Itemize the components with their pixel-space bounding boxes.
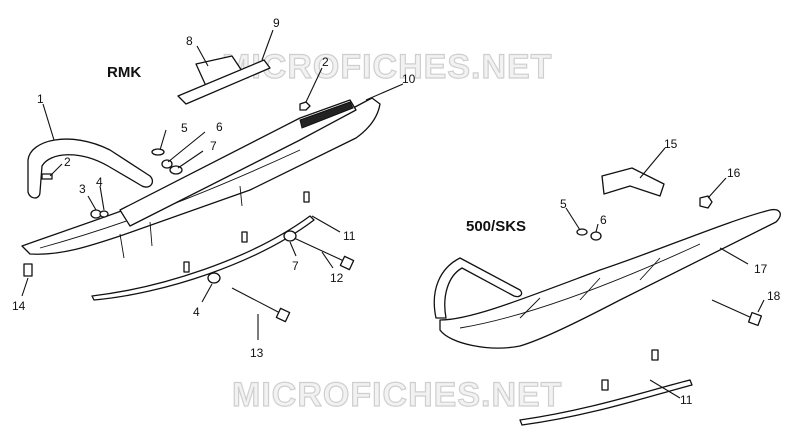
rmk-bolt-14 xyxy=(23,263,33,277)
sks-cotter-5 xyxy=(576,228,588,236)
title-rmk: RMK xyxy=(107,64,141,81)
callout-18: 18 xyxy=(767,289,781,303)
rmk-bolt-2 xyxy=(41,173,53,180)
callout-14: 14 xyxy=(12,299,26,313)
rmk-nut-2-top xyxy=(299,101,311,111)
rmk-stud-b xyxy=(241,231,248,243)
rmk-ski-loop xyxy=(27,138,154,199)
sks-ski-assembly xyxy=(433,167,781,426)
sks-spindle-bolt-18 xyxy=(711,299,763,327)
rmk-cotter-5 xyxy=(151,148,165,156)
sks-ski-loop xyxy=(433,257,523,319)
callout-6a: 6 xyxy=(216,120,223,134)
callout-13: 13 xyxy=(250,346,264,360)
callout-4b: 4 xyxy=(193,305,200,319)
rmk-ski-channel xyxy=(119,99,357,227)
callout-5a: 5 xyxy=(181,121,188,135)
rmk-washer-7 xyxy=(283,230,297,242)
rmk-ski-saddle-assembly xyxy=(177,55,271,105)
rmk-stud-c xyxy=(303,191,310,203)
callout-6b: 6 xyxy=(600,213,607,227)
rmk-ski-assembly xyxy=(21,97,381,323)
callout-4a: 4 xyxy=(96,175,103,189)
sks-saddle-15 xyxy=(601,167,665,197)
callouts: 1 2 2 3 4 4 5 5 6 6 7 7 8 9 10 11 11 12 … xyxy=(12,16,781,407)
callout-11b: 11 xyxy=(680,393,693,407)
callout-12: 12 xyxy=(330,271,344,285)
callout-16: 16 xyxy=(727,166,741,180)
rmk-washer-4b xyxy=(99,210,109,218)
callout-10: 10 xyxy=(402,72,416,86)
callout-5b: 5 xyxy=(560,197,567,211)
sks-nut-16 xyxy=(699,195,713,209)
sks-ski-runner xyxy=(519,379,693,426)
callout-9: 9 xyxy=(273,16,280,30)
callout-1: 1 xyxy=(37,92,44,106)
rmk-stud-a xyxy=(183,261,190,273)
callout-2a: 2 xyxy=(64,155,71,169)
rmk-ski-runner xyxy=(91,215,315,301)
rmk-saddle-plate-9 xyxy=(177,59,271,105)
sks-stud-a xyxy=(601,379,609,391)
rmk-long-bolt-13 xyxy=(231,287,291,323)
leader-lines xyxy=(21,29,765,399)
watermark-top: MICROFICHES.NET xyxy=(222,48,552,86)
callout-8: 8 xyxy=(186,34,193,48)
sks-stud-b xyxy=(651,349,659,361)
callout-15: 15 xyxy=(664,137,678,151)
watermark-bottom: MICROFICHES.NET xyxy=(232,376,562,414)
rmk-nut-6 xyxy=(161,159,173,169)
rmk-washer-7b xyxy=(169,165,183,175)
title-500-sks: 500/SKS xyxy=(466,218,526,235)
callout-2b: 2 xyxy=(322,55,329,69)
callout-7b: 7 xyxy=(292,259,299,273)
rmk-washer-4 xyxy=(207,272,221,284)
callout-11a: 11 xyxy=(343,229,356,243)
callout-3: 3 xyxy=(79,182,86,196)
callout-17: 17 xyxy=(754,262,768,276)
rmk-spindle-bolt-12 xyxy=(293,237,355,271)
callout-7a: 7 xyxy=(210,139,217,153)
sks-nut-6 xyxy=(590,231,602,241)
